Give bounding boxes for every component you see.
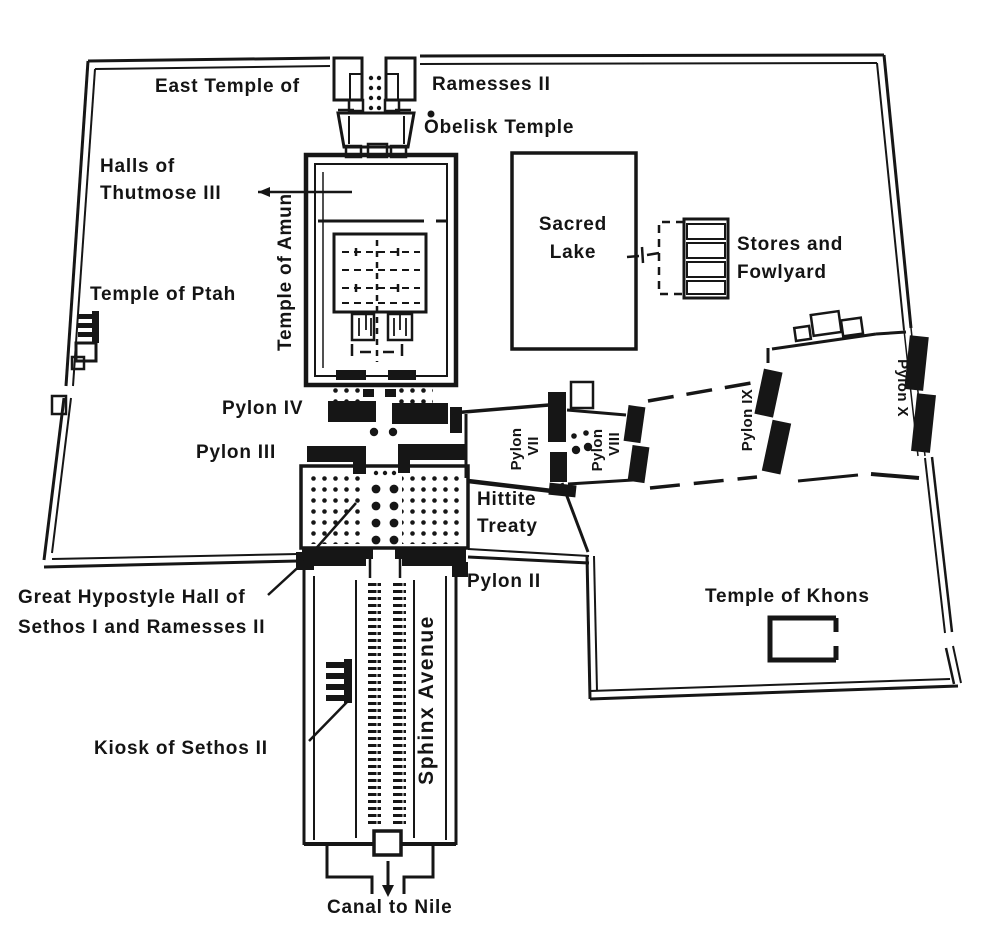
lake-stores-connector (626, 246, 660, 264)
label-hypostyle-1: Great Hypostyle Hall of (18, 587, 245, 608)
east-temple-structure (332, 56, 435, 159)
label-stores-and: Stores and (737, 234, 843, 255)
label-lake: Lake (550, 242, 597, 263)
pylon-ix-block (754, 368, 783, 418)
label-sphinx-avenue: Sphinx Avenue (415, 615, 438, 785)
label-kiosk-of-sethos: Kiosk of Sethos II (94, 738, 268, 759)
label-pylon-ii: Pylon II (467, 571, 541, 592)
label-east-temple: East Temple of (155, 76, 300, 97)
kiosk-leader-line (308, 700, 349, 742)
inner-sanctuary (332, 232, 428, 314)
label-pylon-x: Pylon X (894, 359, 911, 417)
pylon-viii-block (623, 405, 646, 444)
label-pylon-viii: Pylon (589, 429, 606, 472)
label-hittite: Hittite (477, 489, 536, 510)
label-pylon-ix: Pylon IX (739, 389, 756, 451)
pylon-vii-block (550, 452, 567, 482)
sphinx-avenue-structure (302, 548, 458, 857)
pylon-ix-block (761, 419, 792, 475)
court-wall-dashed (647, 380, 758, 403)
small-shrine (569, 380, 595, 410)
label-pylon-iii: Pylon III (196, 442, 276, 463)
label-ramesses-ii: Ramesses II (432, 74, 551, 95)
label-temple-of-ptah: Temple of Ptah (90, 284, 236, 305)
label-halls-of: Halls of (100, 156, 175, 177)
obelisk-column-dot (369, 427, 379, 437)
pylon-x-block (904, 335, 929, 391)
pylon-iv-block (392, 403, 448, 424)
pylon-ii-block (302, 548, 366, 566)
label-temple-of-amun: Temple of Amun (275, 193, 296, 351)
label-pylon-vii-num: VII (525, 436, 542, 456)
temple-of-khons-structure (767, 615, 839, 663)
column-grid (306, 470, 366, 544)
label-temple-of-khons: Temple of Khons (705, 586, 870, 607)
east-temple-columns (368, 75, 382, 111)
labels: East Temple of Ramesses II Obelisk Templ… (18, 74, 911, 918)
hypostyle-leader-line (267, 502, 357, 596)
hittite-treaty-wall (467, 478, 553, 494)
pylon-x-block (911, 393, 936, 453)
obelisk-column-dot (388, 427, 398, 437)
temple-of-amun-structure (258, 152, 459, 404)
pylon-vii-block (548, 392, 566, 442)
temple-of-ptah-structure (50, 311, 99, 416)
sphinx-row (393, 580, 406, 826)
avenue-gate (372, 829, 403, 857)
label-canal-to-nile: Canal to Nile (327, 897, 452, 918)
great-central-columns (371, 470, 399, 545)
southern-axis-structures (548, 309, 936, 490)
pylon-iii-block (398, 444, 466, 460)
label-sacred: Sacred (539, 214, 607, 235)
label-pylon-vii: Pylon (508, 428, 525, 471)
label-fowlyard: Fowlyard (737, 262, 827, 283)
pylon-ii-block (402, 548, 466, 566)
great-hypostyle-hall-structure (267, 464, 470, 596)
column-grid (402, 470, 463, 544)
canal-structure (325, 845, 435, 897)
label-thutmose-iii: Thutmose III (100, 183, 222, 204)
label-treaty: Treaty (477, 516, 538, 537)
sacred-lake-structure (510, 151, 660, 351)
pylon-iii-block (307, 446, 366, 462)
sphinx-row (368, 580, 381, 826)
obelisk-marker (427, 110, 435, 118)
stores-fowlyard-structure (657, 217, 730, 300)
pylon-iv-block (328, 401, 376, 422)
kiosk-of-sethos-structure (308, 659, 352, 742)
label-obelisk-temple: Obelisk Temple (424, 117, 574, 138)
label-pylon-viii-num: VIII (606, 432, 623, 456)
court-wall-dashed (649, 475, 758, 490)
pylon-viii-block (627, 445, 650, 484)
label-hypostyle-2: Sethos I and Ramesses II (18, 617, 265, 638)
label-pylon-iv: Pylon IV (222, 398, 303, 419)
